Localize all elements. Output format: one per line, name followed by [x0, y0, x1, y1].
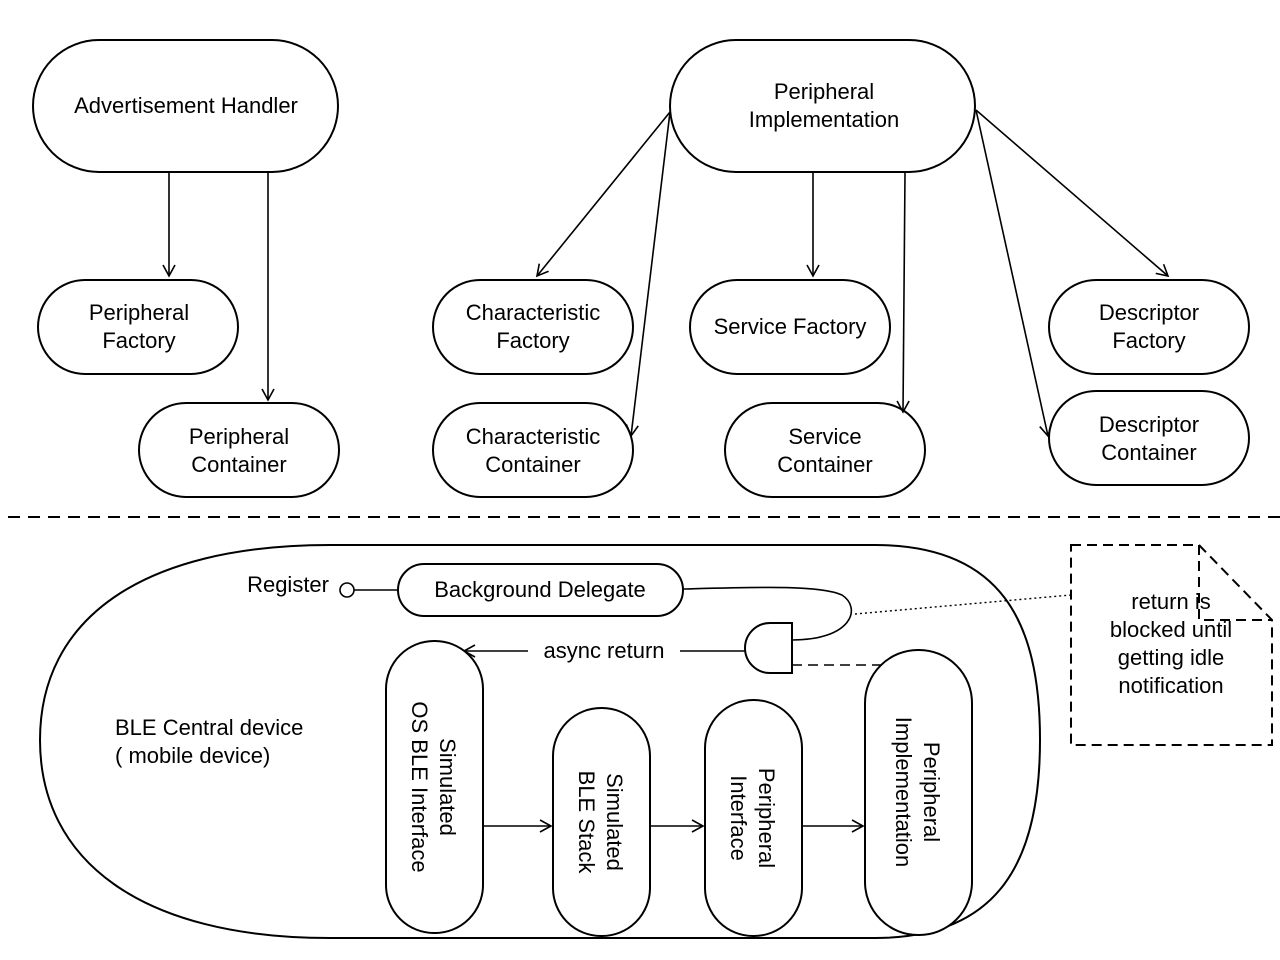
async-return-label-bg — [528, 636, 680, 666]
label-characteristic-factory-line2: Factory — [496, 328, 569, 353]
node-advertisement-handler: Advertisement Handler — [32, 39, 339, 173]
label-peripheral-container-line2: Container — [191, 452, 286, 477]
central-device-label-line1: BLE Central device — [115, 715, 303, 740]
label-simulated-ble-stack-line2: BLE Stack — [574, 771, 599, 875]
node-descriptor-factory: Descriptor Factory — [1048, 279, 1250, 375]
note-anchor-line — [854, 594, 1072, 615]
label-peripheral-implementation-bottom-line1: Peripheral — [919, 742, 944, 842]
label-peripheral-factory-line2: Factory — [102, 328, 175, 353]
async-return-label: async return — [543, 638, 664, 663]
label-characteristic-container-line1: Characteristic — [466, 424, 600, 449]
node-background-delegate: Background Delegate — [397, 563, 684, 617]
label-peripheral-interface-line1: Peripheral — [754, 768, 779, 868]
node-characteristic-factory: Characteristic Factory — [432, 279, 634, 375]
join-gate-icon — [744, 622, 793, 674]
node-characteristic-container: Characteristic Container — [432, 402, 634, 498]
label-descriptor-container-line2: Container — [1101, 440, 1196, 465]
label-peripheral-factory-line1: Peripheral — [89, 300, 189, 325]
note-line3: getting idle — [1118, 645, 1224, 670]
label-advertisement-handler: Advertisement Handler — [74, 93, 298, 118]
label-descriptor-factory-line2: Factory — [1112, 328, 1185, 353]
label-descriptor-factory-line1: Descriptor — [1099, 300, 1199, 325]
label-service-container-line2: Container — [777, 452, 872, 477]
note-line2: blocked until — [1110, 617, 1232, 642]
label-peripheral-implementation-top-line1: Peripheral — [774, 79, 874, 104]
label-peripheral-implementation-bottom-line2: Implementation — [891, 717, 916, 867]
label-peripheral-implementation-top-line2: Implementation — [749, 107, 899, 132]
label-simulated-os-ble-interface-line1: Simulated — [435, 738, 460, 836]
label-background-delegate: Background Delegate — [434, 577, 646, 602]
label-characteristic-container-line2: Container — [485, 452, 580, 477]
node-peripheral-factory: Peripheral Factory — [37, 279, 239, 375]
label-descriptor-container-line1: Descriptor — [1099, 412, 1199, 437]
register-interface-icon — [339, 582, 355, 598]
edge-impl-to-descriptor-container — [975, 109, 1053, 438]
edge-impl-to-service-container — [896, 172, 910, 414]
note-line4: notification — [1118, 673, 1223, 698]
label-peripheral-container-line1: Peripheral — [189, 424, 289, 449]
node-simulated-ble-stack: Simulated BLE Stack — [552, 707, 651, 937]
label-service-container-line1: Service — [788, 424, 861, 449]
node-service-factory: Service Factory — [689, 279, 891, 375]
node-peripheral-implementation-bottom: Peripheral Implementation — [864, 649, 973, 936]
register-label: Register — [247, 572, 329, 597]
note-line1: return is — [1131, 589, 1210, 614]
label-simulated-os-ble-interface-line2: OS BLE Interface — [407, 701, 432, 872]
label-characteristic-factory-line1: Characteristic — [466, 300, 600, 325]
node-peripheral-implementation-top: Peripheral Implementation — [669, 39, 976, 173]
edge-impl-to-characteristic-factory — [535, 111, 671, 278]
edge-impl-to-characteristic-container — [625, 111, 671, 438]
edge-delegate-to-gate — [682, 586, 853, 641]
node-descriptor-container: Descriptor Container — [1048, 390, 1250, 486]
node-peripheral-interface: Peripheral Interface — [704, 699, 803, 937]
node-peripheral-container: Peripheral Container — [138, 402, 340, 498]
central-device-label-line2: ( mobile device) — [115, 743, 270, 768]
label-peripheral-interface-line2: Interface — [726, 775, 751, 861]
label-service-factory: Service Factory — [714, 314, 867, 339]
node-simulated-os-ble-interface: Simulated OS BLE Interface — [385, 640, 484, 934]
node-service-container: Service Container — [724, 402, 926, 498]
note-box: return is blocked until getting idle not… — [1070, 544, 1273, 746]
edge-impl-to-descriptor-factory — [975, 109, 1170, 278]
label-simulated-ble-stack-line1: Simulated — [602, 773, 627, 871]
